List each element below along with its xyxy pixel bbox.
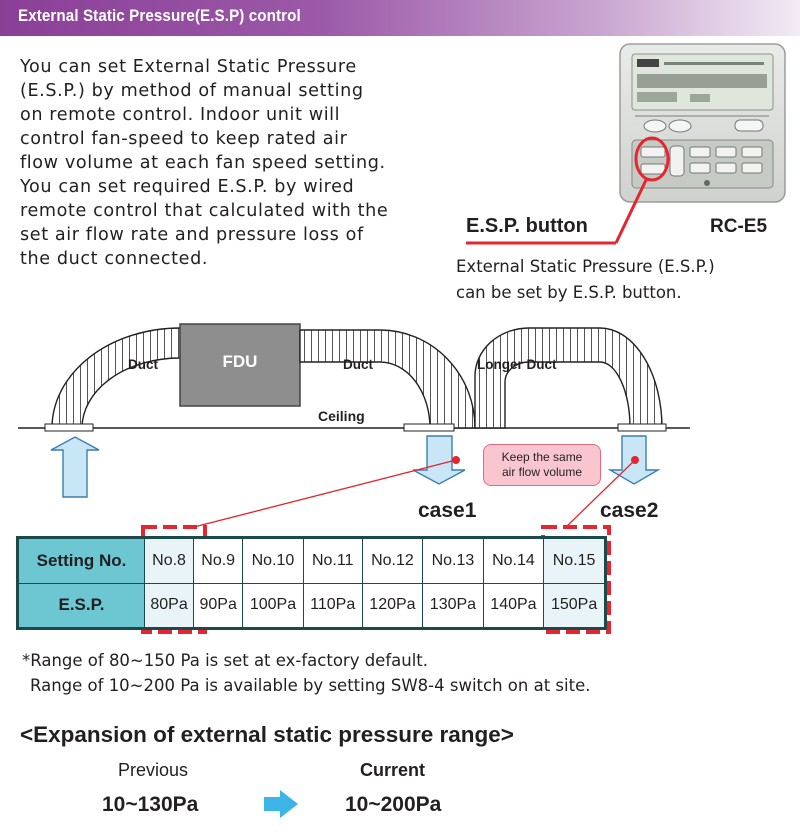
case1-label: case1 [418,499,477,522]
ceiling-label: Ceiling [318,408,365,424]
keep-line: air flow volume [501,465,583,479]
keep-airflow-note: Keep the same air flow volume [483,444,601,486]
brand-logo-icon [637,59,659,67]
table-cell: No.12 [361,537,424,584]
expansion-title: <Expansion of external static pressure r… [20,722,514,747]
esp-button-label: E.S.P. button [466,215,588,237]
section-title: External Static Pressure(E.S.P) control [18,7,301,25]
current-range-value: 10~200Pa [345,793,442,816]
previous-range-value: 10~130Pa [102,793,199,816]
expansion-arrow-icon [264,790,298,818]
remote-model-label: RC-E5 [710,216,768,237]
table-cell: No.11 [302,537,363,584]
table-cell: No.9 [193,537,244,584]
table-cell: No.14 [482,537,545,584]
table-cell: No.8 [143,537,195,584]
table-cell: 120Pa [361,582,424,629]
footnote-line-1: *Range of 80~150 Pa is set at ex-factory… [22,651,429,670]
intro-line: control fan-speed to keep rated air [20,129,348,149]
table-cell: 110Pa [302,582,363,629]
case1-arrow-icon [412,435,466,485]
fdu-label: FDU [222,352,258,371]
esp-note-line: can be set by E.S.P. button. [456,283,682,302]
left-duct [51,327,181,429]
longer-duct [474,327,663,429]
duct-label-left: Duct [128,357,158,372]
intro-line: remote control that calculated with the [20,201,389,221]
intro-line: flow volume at each fan speed setting. [20,153,386,173]
intro-line: set air flow rate and pressure loss of [20,225,364,245]
duct-label-middle: Duct [343,357,373,372]
intro-paragraph: You can set External Static Pressure (E.… [20,55,460,271]
footnote-line-2: Range of 10~200 Pa is available by setti… [30,676,591,695]
table-cell: No.13 [422,537,484,584]
intro-line: You can set External Static Pressure [20,57,357,77]
esp-button-highlight [634,136,670,182]
fdu-unit [179,323,301,407]
table-row-esp: E.S.P. 80Pa 90Pa 100Pa 110Pa 120Pa 130Pa… [17,582,606,629]
table-cell: 140Pa [482,582,545,629]
section-header: External Static Pressure(E.S.P) control [0,0,800,36]
table-cell: 150Pa [543,582,606,629]
setting-no-header: Setting No. [17,537,145,584]
table-cell: 100Pa [242,582,304,629]
esp-note: External Static Pressure (E.S.P.) can be… [456,254,796,306]
table-cell: No.15 [543,537,606,584]
intro-line: the duct connected. [20,249,209,269]
current-label: Current [360,760,426,780]
keep-line: Keep the same [501,450,583,464]
remote-controller [619,43,786,203]
longer-duct-label: Longer Duct [477,357,557,372]
previous-label: Previous [118,760,189,780]
table-cell: 80Pa [143,582,195,629]
esp-header: E.S.P. [17,582,145,629]
intro-line: on remote control. Indoor unit will [20,105,341,125]
table-row-settings: Setting No. No.8 No.9 No.10 No.11 No.12 … [17,537,606,584]
intro-line: (E.S.P.) by method of manual setting [20,81,364,101]
case2-label: case2 [600,499,659,522]
esp-settings-table: Setting No. No.8 No.9 No.10 No.11 No.12 … [16,536,607,630]
footnote: *Range of 80~150 Pa is set at ex-factory… [22,648,590,698]
intake-arrow-icon [50,436,100,498]
table-cell: 90Pa [193,582,244,629]
table-cell: 130Pa [422,582,484,629]
table-cell: No.10 [242,537,304,584]
intro-line: You can set required E.S.P. by wired [20,177,355,197]
esp-note-line: External Static Pressure (E.S.P.) [456,257,715,276]
